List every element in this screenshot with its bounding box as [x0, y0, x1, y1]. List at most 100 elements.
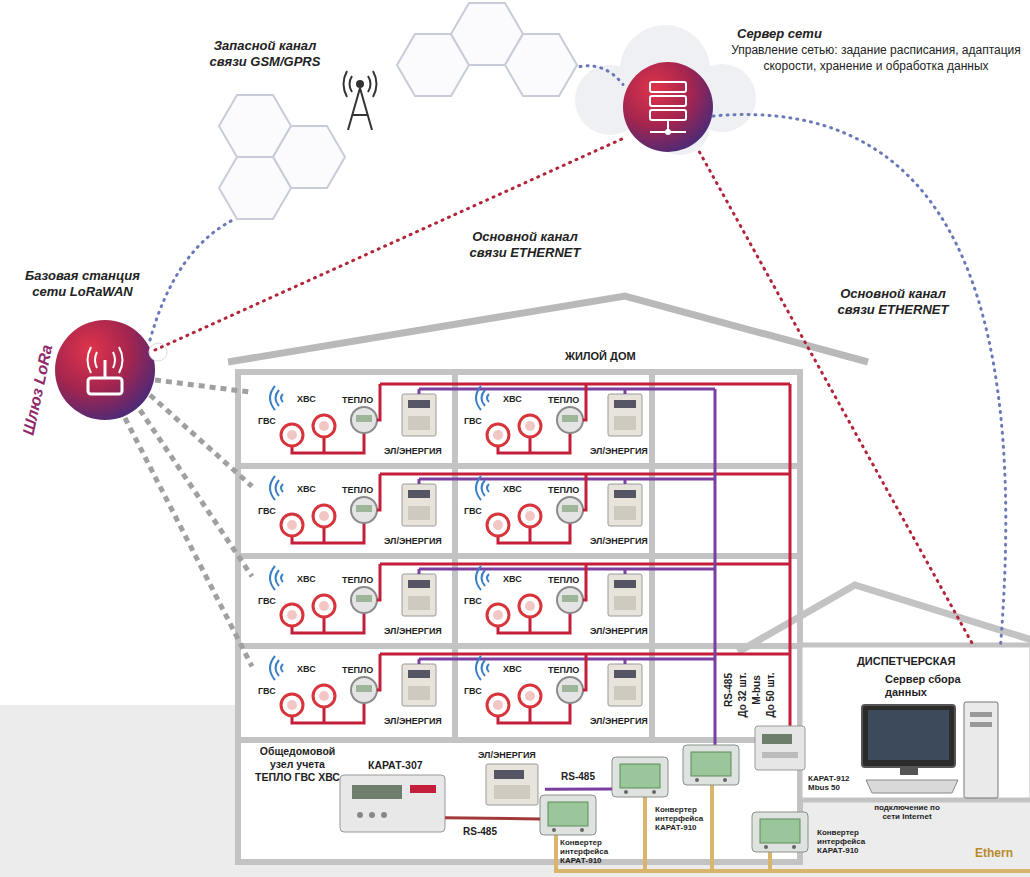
apartment: ГВС ХВС ТЕПЛО ЭЛ/ЭНЕРГИЯ — [458, 470, 651, 552]
server-icon — [650, 96, 686, 106]
node-text: ЭЛ/ЭНЕРГИЯ — [384, 626, 442, 636]
computer — [862, 702, 998, 798]
house-outline — [228, 296, 868, 362]
connector — [155, 380, 252, 392]
mbus-converter: КАРАТ-912 Mbus 50 — [755, 726, 805, 770]
karat-912-device — [762, 734, 792, 744]
node-text: Шлюз LoRa — [20, 343, 57, 437]
server-icon — [665, 129, 671, 135]
heat-pipes — [380, 384, 790, 726]
node-text: ХВС — [503, 574, 522, 584]
house-outline — [228, 296, 868, 862]
free-label: До 50 шт. — [765, 670, 776, 719]
node-text: ХВС — [503, 484, 522, 494]
ethernet-lines — [554, 785, 1030, 871]
node-text: ХВС — [503, 664, 522, 674]
node-text: Базовая станция сети LoRaWAN — [20, 268, 145, 300]
gsm-tower — [344, 71, 377, 130]
karat-307-device — [369, 812, 375, 818]
network-server: Сервер сетиУправление сетью: задание рас… — [623, 62, 713, 152]
apartment: ГВС ХВС ТЕПЛО ЭЛ/ЭНЕРГИЯ — [252, 560, 445, 642]
converter-devices — [752, 812, 808, 852]
node-text: ЭЛ/ЭНЕРГИЯ — [590, 716, 648, 726]
interface-converter: Конвертер интерфейса КАРАТ-910 — [540, 795, 596, 835]
dispatch-outline — [738, 585, 1030, 652]
computer — [964, 702, 998, 798]
node-text: ХВС — [297, 664, 316, 674]
edge-label: RS-485 — [461, 826, 499, 838]
karat-912-device — [762, 752, 798, 758]
gateway-icon — [88, 378, 122, 394]
node-text: ГВС — [258, 686, 276, 696]
node-text: ГВС — [464, 686, 482, 696]
connector — [713, 115, 1006, 645]
apartment-meters — [270, 384, 436, 453]
node-text: ТЕПЛО — [342, 485, 373, 495]
apartment-meters — [270, 474, 436, 543]
converter-devices — [612, 757, 668, 797]
converter-devices — [540, 795, 596, 835]
house: ЖИЛОЙ ДОМ ГВС ХВС ТЕПЛО ЭЛ/ЭНЕРГИЯ ГВС ХВС ТЕПЛ… — [238, 345, 800, 862]
karat-307-device — [381, 812, 387, 818]
connector — [580, 66, 623, 85]
power-meter: ЭЛ/ЭНЕРГИЯ — [478, 750, 545, 806]
node-text: КАРАТ-912 Mbus 50 — [808, 774, 858, 792]
building-meter: Общедомовой узел учета ТЕПЛО ГВС ХВСКАРА… — [340, 775, 445, 832]
interface-converter: Конвертер интерфейса КАРАТ-910 — [752, 812, 808, 852]
converter-devices — [683, 745, 739, 785]
node-text: ЭЛ/ЭНЕРГИЯ — [590, 446, 648, 456]
node-text: ХВС — [297, 574, 316, 584]
power-meter-device — [486, 764, 538, 805]
node-text: ТЕПЛО — [342, 575, 373, 585]
interface-converter: Конвертер интерфейса КАРАТ-910 — [612, 757, 668, 797]
dispatch-outline — [800, 645, 1030, 800]
dispatch-outline — [738, 585, 1030, 800]
apartment-meters — [476, 474, 642, 543]
node-text: ГВС — [464, 416, 482, 426]
gsm-cloud: Запасной канал связи GSM/GPRS — [215, 0, 580, 222]
gateway-icon — [104, 360, 107, 378]
connector — [150, 395, 252, 486]
node-text: ГВС — [464, 506, 482, 516]
apartment-meters — [476, 564, 642, 633]
karat-307-device — [410, 785, 436, 793]
free-label: RS-485 — [723, 671, 734, 709]
node-text: Конвертер интерфейса КАРАТ-910 — [560, 838, 618, 865]
free-label: подключение по сети Internet — [868, 803, 946, 821]
gsm-tower — [357, 81, 363, 87]
node-text: ЭЛ/ЭНЕРГИЯ — [384, 716, 442, 726]
rs485-bus — [419, 389, 715, 745]
cloud — [575, 25, 756, 155]
heat-pipes — [380, 384, 790, 726]
gsm-hexagons — [219, 157, 291, 219]
node-text: Сервер сети — [737, 26, 822, 42]
connector — [700, 152, 974, 645]
node-text: ГВС — [464, 596, 482, 606]
gateway-icon — [55, 320, 155, 420]
gsm-hexagons — [219, 3, 577, 219]
computer — [862, 705, 955, 767]
node-text: ГВС — [258, 596, 276, 606]
computer — [868, 710, 949, 760]
apartment-meters — [270, 564, 436, 633]
apartment-meters — [476, 384, 642, 453]
node-text: Общедомовой узел учета ТЕПЛО ГВС ХВС — [255, 745, 340, 784]
apartment: ГВСХВСТЕПЛОЭЛ/ЭНЕРГИЯ — [252, 380, 445, 462]
apartment: ГВСХВСТЕПЛОЭЛ/ЭНЕРГИЯ — [252, 470, 445, 552]
apartment-meters — [270, 384, 642, 723]
house-outline — [238, 740, 800, 862]
server-icon — [623, 62, 713, 152]
node-text: ГВС — [258, 506, 276, 516]
gateway-icon — [88, 347, 123, 373]
node-text: ТЕПЛО — [342, 395, 373, 405]
node-text: ТЕПЛО — [548, 485, 579, 495]
node-text: ТЕПЛО — [548, 575, 579, 585]
node-text: КАРАТ-307 — [368, 759, 423, 772]
connector — [150, 220, 233, 340]
node-text: ЖИЛОЙ ДОМ — [565, 350, 636, 363]
node-text: ЭЛ/ЭНЕРГИЯ — [590, 536, 648, 546]
edge-label: Основной канал связи ETHERNET — [463, 229, 588, 261]
karat-307-device — [357, 812, 363, 818]
ethernet-lines — [554, 785, 1030, 871]
